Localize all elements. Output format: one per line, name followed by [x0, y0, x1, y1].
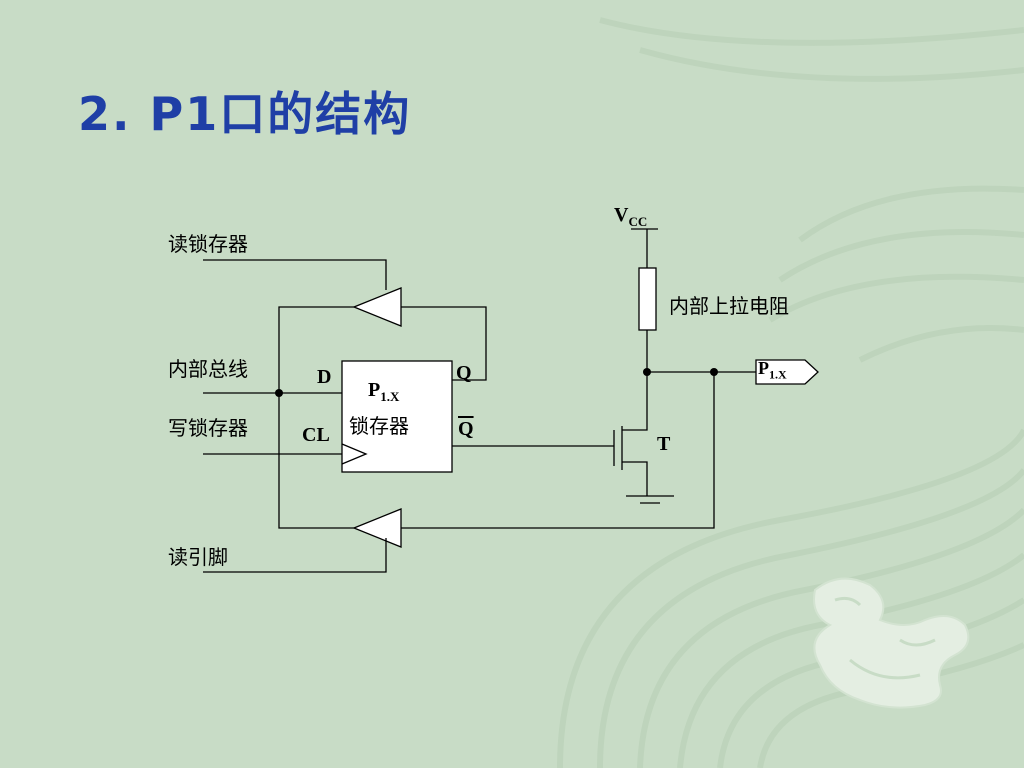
junction-bus: [275, 389, 283, 397]
pin-feedback-wire: [401, 372, 715, 529]
read-pin-buffer: [352, 508, 402, 548]
source-wire: [622, 461, 648, 496]
buffer-to-bus-wire: [278, 306, 354, 529]
pullup-resistor: [638, 267, 657, 331]
read-latch-label: 读锁存器: [168, 232, 248, 256]
read-pin-wire: [203, 538, 387, 573]
pin-cl-label: CL: [302, 424, 330, 446]
junction-drain: [643, 368, 651, 376]
pin-qbar-label: Q: [458, 418, 474, 440]
output-pin-label: P1.X: [758, 358, 787, 382]
pin-q-label: Q: [456, 362, 472, 384]
dragon-ornament-icon: [813, 577, 970, 709]
output-pin-shape: [755, 359, 819, 385]
read-latch-buffer: [352, 287, 402, 327]
q-feedback-wire: [401, 306, 487, 381]
latch-caption: 锁存器: [349, 414, 409, 438]
pin-d-label: D: [317, 366, 332, 388]
read-latch-wire: [203, 259, 387, 290]
vcc-label: VCC: [614, 204, 648, 229]
clock-triangle: [341, 443, 368, 465]
junction-output: [710, 368, 718, 376]
internal-bus-label: 内部总线: [168, 357, 248, 381]
slide-title: 2. P1口的结构: [78, 87, 412, 141]
drain-wire: [622, 372, 648, 431]
latch-name: P1.X: [368, 379, 400, 404]
write-latch-label: 写锁存器: [168, 416, 248, 440]
transistor-label: T: [657, 433, 671, 455]
latch-box: [341, 360, 453, 473]
pullup-resistor-label: 内部上拉电阻: [669, 294, 789, 318]
read-pin-label: 读引脚: [168, 545, 228, 569]
